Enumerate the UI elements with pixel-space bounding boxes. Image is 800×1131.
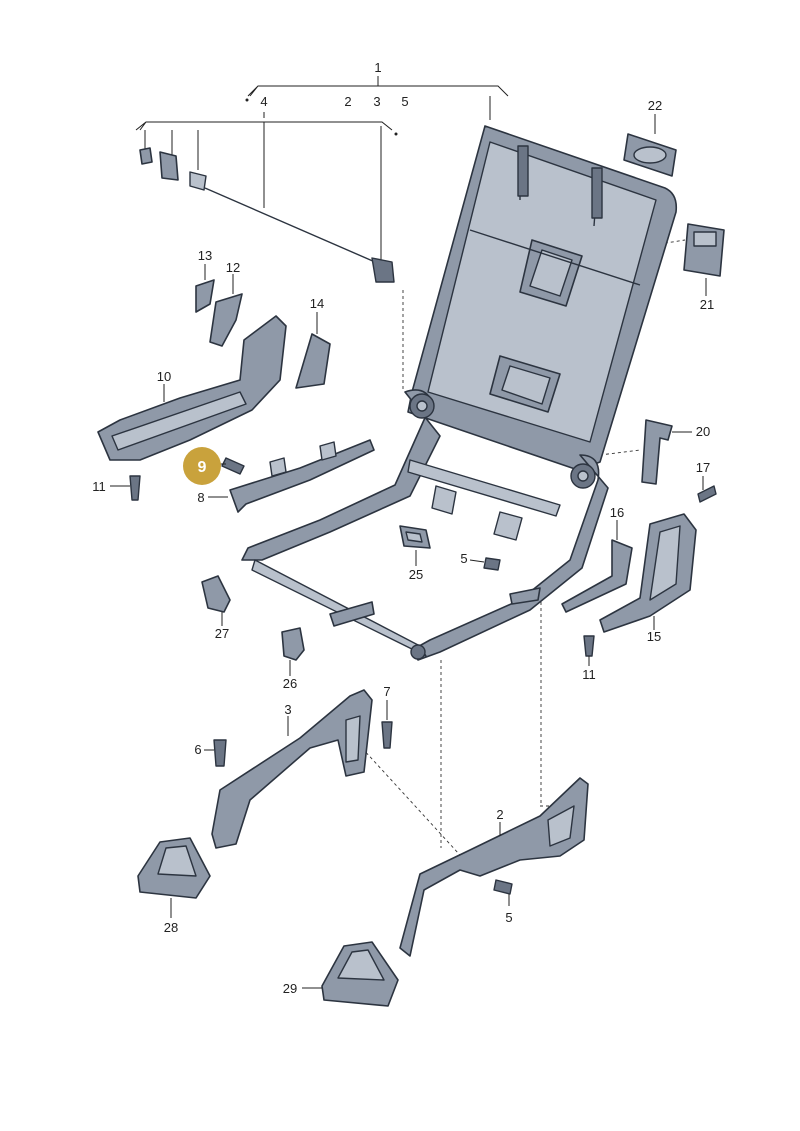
part-5-mid-bolt [469,557,501,571]
label-25: 25 [409,567,423,582]
label-5-low: 5 [505,910,512,925]
label-16: 16 [610,505,624,520]
label-12: 12 [226,260,240,275]
part-20-hook [641,419,692,485]
highlight-marker-9[interactable] [183,447,221,485]
label-4: 4 [260,94,267,109]
part-22-latch-cover [623,114,677,177]
label-17: 17 [696,460,710,475]
label-28: 28 [164,920,178,935]
label-20: 20 [696,424,710,439]
part-25-latch [399,525,431,566]
label-3-top: 3 [373,94,380,109]
part-26-bracket [281,627,305,676]
part-14-trim [295,312,331,389]
label-1: 1 [374,60,381,75]
backrest-frame [407,125,678,471]
label-2-top: 2 [344,94,351,109]
part-15-cover [599,513,697,633]
part-16-strip [561,520,633,613]
part-11-left-bolt [110,475,141,501]
part-13-clip [195,264,215,313]
label-15: 15 [647,629,661,644]
label-6: 6 [194,742,201,757]
label-26: 26 [283,676,297,691]
label-22: 22 [648,98,662,113]
label-11-right: 11 [582,667,596,682]
part-27-bracket [201,575,231,626]
bracket-group-1 [245,76,509,120]
label-8: 8 [197,490,204,505]
label-7: 7 [383,684,390,699]
label-27: 27 [215,626,229,641]
label-3-mid: 3 [284,702,291,717]
release-rod [139,147,395,283]
part-12-cover [209,274,243,347]
part-3-left-rail [211,689,373,849]
part-17-pin [697,476,717,503]
label-14: 14 [310,296,324,311]
part-2-right-rail [399,777,589,957]
part-10-side-trim [97,315,287,461]
label-5-mid: 5 [460,551,467,566]
part-21-release-handle [683,223,725,296]
part-9-screw [218,457,245,475]
part-29-foot [302,941,399,1007]
part-28-foot [137,837,211,918]
label-5-top: 5 [401,94,408,109]
label-9: 9 [198,459,207,476]
label-29: 29 [283,981,297,996]
part-6-bolt [204,739,227,767]
bracket-group-4 [135,112,398,260]
part-7-bolt [381,700,393,749]
part-8-bracket [208,439,375,513]
callout-labels: 1 4 2 3 5 22 21 13 12 14 10 9 11 8 20 17… [92,60,714,996]
part-5-low-bolt [493,879,513,906]
label-10: 10 [157,369,171,384]
label-13: 13 [198,248,212,263]
part-11-right-bolt [583,635,595,666]
label-11-left: 11 [92,479,106,494]
label-21: 21 [700,297,714,312]
label-2-low: 2 [496,807,503,822]
seat-base-frame [241,389,609,661]
